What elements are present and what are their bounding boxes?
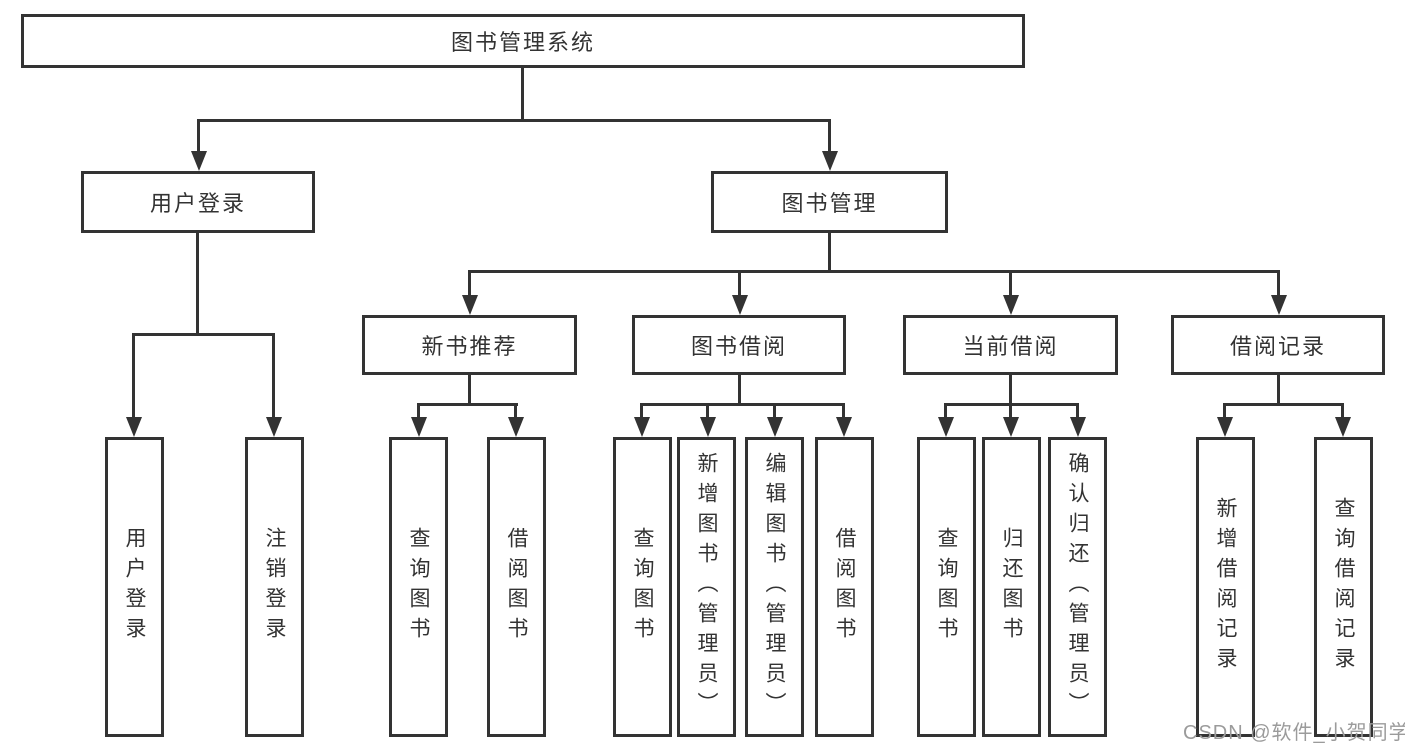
- arrow-down-icon: [462, 295, 478, 315]
- connector-drop-leaf: [1076, 403, 1079, 419]
- leaf-edit-books-admin: 编辑图书（管理员）: [745, 437, 804, 737]
- leaf-add-borrow-record: 新增借阅记录: [1196, 437, 1255, 737]
- connector-drop-leaf: [640, 403, 643, 419]
- arrow-down-icon: [1070, 417, 1086, 437]
- node-label: 用户登录: [123, 527, 146, 647]
- connector-drop-leaf: [842, 403, 845, 419]
- connector-drop-leaf: [1009, 403, 1012, 419]
- node-label: 编辑图书（管理员）: [763, 452, 786, 722]
- arrow-down-icon: [1335, 417, 1351, 437]
- node-user-login: 用户登录: [81, 171, 315, 233]
- leaf-recommend-borrow-books: 借阅图书: [487, 437, 546, 737]
- arrow-down-icon: [634, 417, 650, 437]
- connector-borrow-rail: [640, 403, 845, 406]
- node-label: 查询图书: [631, 527, 654, 647]
- connector-level3-rail: [468, 270, 1280, 273]
- leaf-query-borrow-record: 查询借阅记录: [1314, 437, 1373, 737]
- leaf-borrow-books: 借阅图书: [815, 437, 874, 737]
- arrow-down-icon: [732, 295, 748, 315]
- connector-root-stem: [521, 67, 524, 120]
- leaf-borrow-query-books: 查询图书: [613, 437, 672, 737]
- connector-drop-leaf: [1341, 403, 1344, 419]
- node-label: 借阅图书: [833, 527, 856, 647]
- node-label: 当前借阅: [962, 334, 1059, 359]
- arrow-down-icon: [191, 151, 207, 171]
- node-label: 确认归还（管理员）: [1066, 452, 1089, 722]
- leaf-user-login: 用户登录: [105, 437, 164, 737]
- connector-drop-leaf: [514, 403, 517, 419]
- leaf-current-query-books: 查询图书: [917, 437, 976, 737]
- node-root-library-system: 图书管理系统: [21, 14, 1025, 68]
- csdn-watermark: CSDN @软件_小贺同学: [1183, 722, 1405, 744]
- connector-bookmgmt-stem: [828, 233, 831, 273]
- arrow-down-icon: [411, 417, 427, 437]
- arrow-down-icon: [938, 417, 954, 437]
- connector-drop-leaf: [944, 403, 947, 419]
- node-label: 图书管理: [781, 191, 878, 216]
- leaf-confirm-return-admin: 确认归还（管理员）: [1048, 437, 1107, 737]
- leaf-return-books: 归还图书: [982, 437, 1041, 737]
- connector-records-stem: [1277, 375, 1280, 406]
- connector-drop-leaf: [132, 333, 135, 419]
- connector-borrow-stem: [738, 375, 741, 406]
- node-current-borrow: 当前借阅: [903, 315, 1118, 375]
- node-label: 查询图书: [407, 527, 430, 647]
- node-label: 归还图书: [1000, 527, 1023, 647]
- node-label: 图书借阅: [690, 334, 787, 359]
- arrow-down-icon: [508, 417, 524, 437]
- connector-drop-leaf: [272, 333, 275, 419]
- connector-drop-current: [1009, 270, 1012, 297]
- node-book-borrow: 图书借阅: [632, 315, 846, 375]
- node-label: 注销登录: [263, 527, 286, 647]
- node-new-book-recommend: 新书推荐: [362, 315, 577, 375]
- connector-level1-rail: [197, 119, 831, 122]
- leaf-add-books-admin: 新增图书（管理员）: [677, 437, 736, 737]
- connector-drop-recommend: [468, 270, 471, 297]
- node-label: 新书推荐: [421, 334, 518, 359]
- connector-userlogin-stem: [196, 233, 199, 336]
- node-label: 新增图书（管理员）: [695, 452, 718, 722]
- node-borrow-records: 借阅记录: [1171, 315, 1385, 375]
- arrow-down-icon: [1271, 295, 1287, 315]
- node-label: 新增借阅记录: [1214, 497, 1237, 677]
- leaf-recommend-query-books: 查询图书: [389, 437, 448, 737]
- arrow-down-icon: [700, 417, 716, 437]
- arrow-down-icon: [767, 417, 783, 437]
- node-label: 图书管理系统: [450, 30, 595, 55]
- connector-drop-user-login: [197, 119, 200, 153]
- arrow-down-icon: [822, 151, 838, 171]
- arrow-down-icon: [1003, 417, 1019, 437]
- connector-recommend-rail: [417, 403, 518, 406]
- connector-records-rail: [1223, 403, 1344, 406]
- arrow-down-icon: [1003, 295, 1019, 315]
- node-label: 用户登录: [149, 191, 246, 216]
- connector-drop-leaf: [417, 403, 420, 419]
- connector-drop-leaf: [1223, 403, 1226, 419]
- arrow-down-icon: [266, 417, 282, 437]
- arrow-down-icon: [1217, 417, 1233, 437]
- connector-drop-records: [1277, 270, 1280, 297]
- node-label: 查询图书: [935, 527, 958, 647]
- connector-current-stem: [1009, 375, 1012, 406]
- connector-userlogin-rail: [132, 333, 275, 336]
- connector-drop-book-management: [828, 119, 831, 153]
- node-book-management: 图书管理: [711, 171, 948, 233]
- connector-recommend-stem: [468, 375, 471, 406]
- node-label: 查询借阅记录: [1332, 497, 1355, 677]
- connector-drop-borrow: [738, 270, 741, 297]
- connector-drop-leaf: [706, 403, 709, 419]
- node-label: 借阅图书: [505, 527, 528, 647]
- arrow-down-icon: [126, 417, 142, 437]
- connector-drop-leaf: [773, 403, 776, 419]
- node-label: 借阅记录: [1229, 334, 1326, 359]
- leaf-logout: 注销登录: [245, 437, 304, 737]
- arrow-down-icon: [836, 417, 852, 437]
